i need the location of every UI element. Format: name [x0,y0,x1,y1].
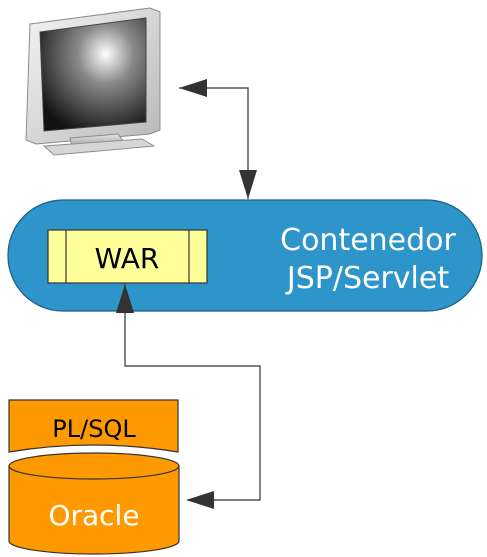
computer-monitor-icon [25,7,161,156]
oracle-database: Oracle [8,452,180,555]
monitor-screen [39,17,147,132]
monitor-container-arrow [179,79,257,199]
war-label: WAR [95,242,160,275]
war-database-arrow [116,284,261,509]
oracle-label: Oracle [48,499,139,532]
container-title-line1: Contenedor [280,223,456,258]
container-title-line2: JSP/Servlet [285,261,449,296]
plsql-block: PL/SQL [8,399,179,453]
plsql-label: PL/SQL [52,415,136,443]
war-box: WAR [47,229,208,284]
